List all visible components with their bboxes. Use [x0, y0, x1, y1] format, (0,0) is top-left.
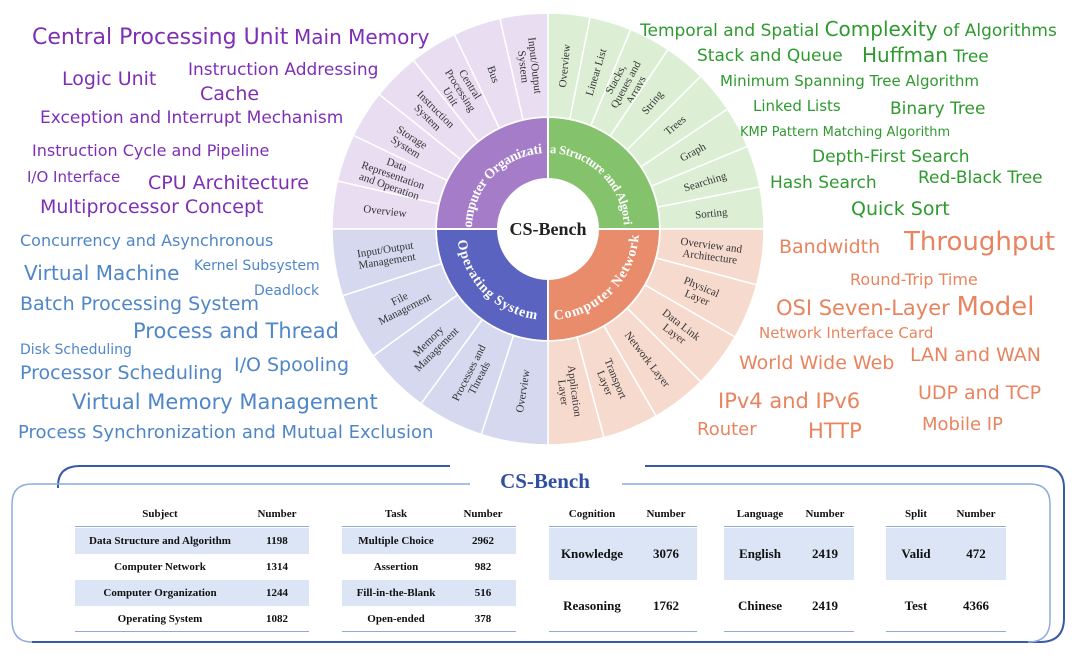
topic-label: Overview — [557, 44, 573, 88]
keyword-io-spooling: I/O Spooling — [234, 354, 350, 376]
keyword-disk-scheduling: Disk Scheduling — [20, 342, 132, 358]
keyword-cpu-architecture: CPU Architecture — [148, 172, 309, 194]
language-number-header: Number — [805, 508, 845, 520]
keyword-red-black-tree: Red-Black Tree — [918, 168, 1043, 188]
keyword-kernel-subsystem: Kernel Subsystem — [194, 258, 320, 274]
keyword-virtual-machine: Virtual Machine — [24, 261, 180, 285]
task-number-header: Number — [463, 508, 503, 520]
cognition-number-header: Number — [646, 508, 686, 520]
keyword-central-processing-unit: Central Processing Unit — [32, 25, 289, 50]
keyword-deadlock: Deadlock — [254, 283, 320, 299]
keyword-virtual-memory: Virtual Memory Management — [72, 390, 378, 414]
keyword-network-interface-card: Network Interface Card — [759, 324, 934, 342]
keyword-ipv4-ipv6: IPv4 and IPv6 — [718, 389, 861, 413]
keyword-world-wide-web: World Wide Web — [739, 352, 895, 374]
keyword-logic-unit: Logic Unit — [62, 68, 157, 90]
wheel-center-label: CS-Bench — [509, 219, 586, 239]
topic-label: Sorting — [695, 206, 729, 221]
keyword-throughput: Throughput — [904, 227, 1056, 257]
cognition-header: Cognition — [568, 508, 616, 520]
keyword-main-memory: Main Memory — [294, 25, 430, 49]
keyword-depth-first-search: Depth-First Search — [812, 147, 970, 167]
split-header: Split — [904, 508, 927, 520]
keyword-lan-wan: LAN and WAN — [910, 344, 1042, 366]
keyword-quick-sort: Quick Sort — [851, 198, 950, 220]
keyword-minimum-spanning-tree: Minimum Spanning Tree Algorithm — [720, 72, 979, 90]
stats-title: CS-Bench — [500, 469, 590, 493]
keyword-process-thread: Process and Thread — [133, 319, 339, 343]
subject-table: Subject Number Data Structure and Algori… — [75, 503, 309, 632]
keyword-bandwidth: Bandwidth — [779, 236, 881, 258]
keyword-processor-scheduling: Processor Scheduling — [20, 362, 223, 384]
keyword-process-synchronization: Process Synchronization and Mutual Exclu… — [18, 422, 434, 443]
keyword-batch-processing: Batch Processing System — [20, 293, 260, 315]
keyword-concurrency: Concurrency and Asynchronous — [20, 231, 274, 250]
keyword-io-interface: I/O Interface — [27, 168, 121, 186]
keyword-linked-lists: Linked Lists — [753, 97, 841, 115]
language-header: Language — [736, 508, 784, 520]
topic-label: Overview — [363, 203, 407, 220]
task-header: Task — [384, 508, 408, 520]
keyword-router: Router — [697, 419, 757, 440]
keyword-instruction-addressing: Instruction Addressing — [188, 60, 379, 80]
subject-number-header: Number — [257, 508, 297, 520]
keyword-binary-tree: Binary Tree — [890, 99, 986, 119]
keyword-hash-search: Hash Search — [770, 173, 877, 193]
topic-label: Bus — [484, 64, 501, 84]
split-number-header: Number — [956, 508, 996, 520]
stats-frame — [11, 465, 1065, 643]
keyword-cache: Cache — [200, 83, 260, 105]
keyword-huffman-tree: Huffman Tree — [862, 43, 989, 67]
keyword-round-trip-time: Round-Trip Time — [850, 270, 978, 289]
wheel-center — [499, 180, 597, 278]
topic-segment — [331, 228, 443, 297]
keyword-complexity: Temporal and Spatial Complexity of Algor… — [640, 17, 1057, 41]
keyword-http: HTTP — [808, 419, 862, 443]
keyword-mobile-ip: Mobile IP — [922, 414, 1003, 435]
keyword-osi-model: OSI Seven-Layer Model — [776, 292, 1035, 322]
keyword-stack-queue: Stack and Queue — [697, 46, 843, 66]
keyword-udp-tcp: UDP and TCP — [918, 382, 1042, 404]
keyword-instruction-cycle: Instruction Cycle and Pipeline — [32, 141, 270, 160]
keyword-exception-interrupt: Exception and Interrupt Mechanism — [40, 108, 344, 128]
subject-header: Subject — [142, 508, 178, 520]
topic-label: Input/OutputSystem — [514, 37, 544, 96]
keyword-multiprocessor: Multiprocessor Concept — [40, 196, 264, 218]
keyword-kmp: KMP Pattern Matching Algorithm — [740, 125, 951, 140]
